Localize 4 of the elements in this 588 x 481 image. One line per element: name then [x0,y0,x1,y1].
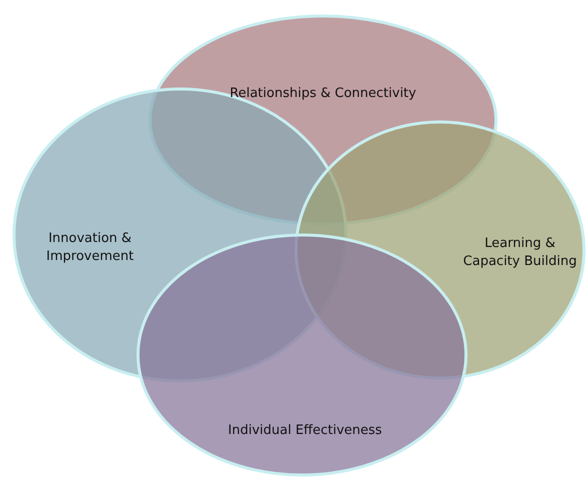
region-label: Individual Effectiveness [227,422,383,440]
region-label: Learning & Capacity Building [462,235,578,270]
region-label: Innovation & Improvement [45,230,135,266]
region-label: Relationships & Connectivity [228,85,418,103]
